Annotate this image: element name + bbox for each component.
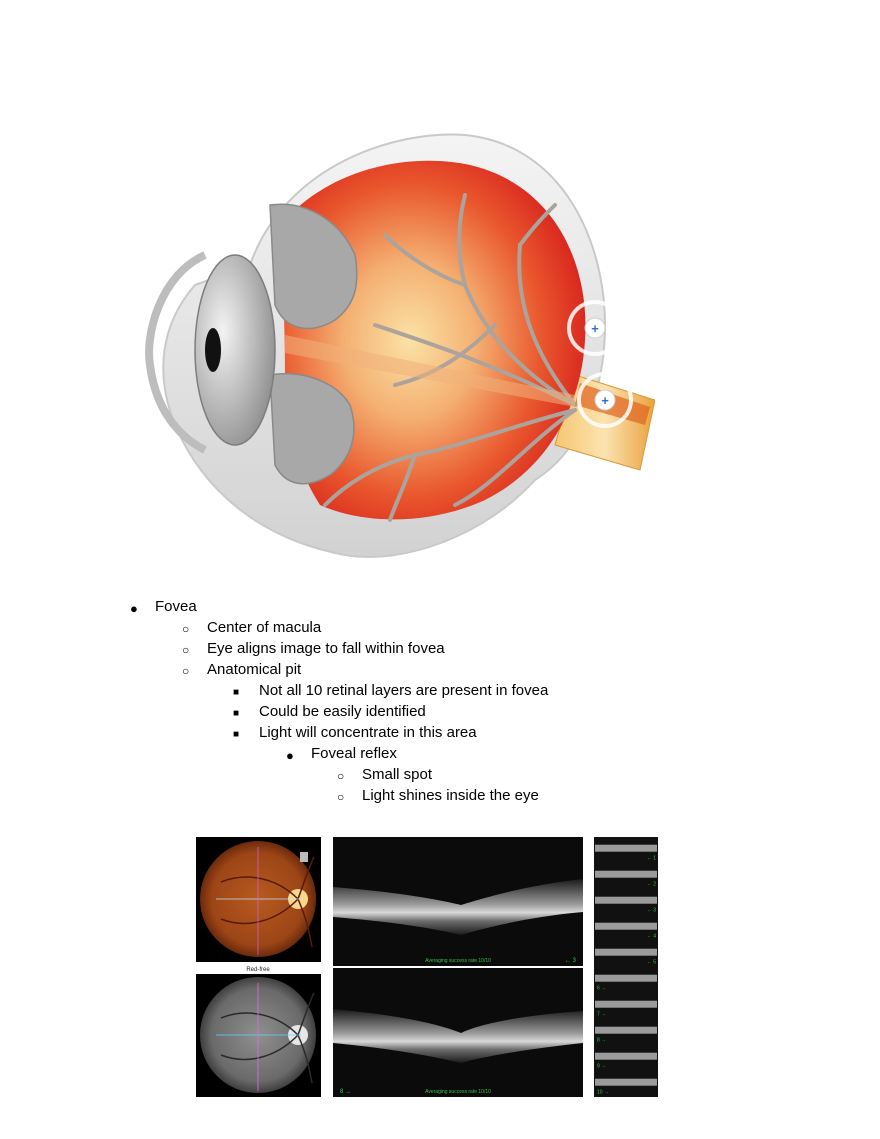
oct-thumbnail-band <box>595 844 657 852</box>
bullet-square: ■ <box>233 708 240 719</box>
oct-thumbnail-marker: ← 5 <box>647 960 656 966</box>
outline-item-foveal-reflex: Foveal reflex <box>311 745 397 762</box>
oct-thumbnail-band <box>595 974 657 982</box>
bullet-square: ■ <box>233 687 240 698</box>
outline-item-light-concentrate: Light will concentrate in this area <box>259 724 477 741</box>
oct-thumbnail-band <box>595 1000 657 1008</box>
bullet-circle: ○ <box>337 769 345 783</box>
oct-scan-bottom: Averaging success rate 10/10 8 → <box>333 968 583 1097</box>
oct-top-caption: Averaging success rate 10/10 <box>425 958 491 964</box>
oct-thumbnail-marker: 10 → <box>597 1090 609 1096</box>
oct-thumbnail-marker: 8 → <box>597 1038 606 1044</box>
red-free-fundus-photo <box>196 974 321 1097</box>
oct-scan-top: Averaging success rate 10/10 ← 3 <box>333 837 583 966</box>
oct-thumbnail-band <box>595 1052 657 1060</box>
bullet-circle: ○ <box>337 790 345 804</box>
oct-thumbnail-strip: ← 1 ← 2 ← 3 ← 4 ← 5 6 → 7 → 8 → 9 → 10 → <box>594 837 658 1097</box>
outline-item-anatomical-pit: Anatomical pit <box>207 661 302 678</box>
hotspot-optic-nerve[interactable]: + <box>577 372 633 428</box>
color-fundus-photo <box>196 837 321 962</box>
oct-thumbnail-marker: 9 → <box>597 1064 606 1070</box>
oct-thumbnail-band <box>595 896 657 904</box>
oct-bottom-marker: 8 → <box>340 1089 351 1095</box>
oct-thumbnail-marker: ← 2 <box>647 882 656 888</box>
oct-thumbnail-marker: ← 4 <box>647 934 656 940</box>
oct-thumbnail-band <box>595 922 657 930</box>
hotspot-plus-icon: + <box>591 321 599 336</box>
bullet-circle: ○ <box>182 643 190 657</box>
oct-thumbnail-marker: ← 1 <box>647 856 656 862</box>
outline-item-retinal-layers: Not all 10 retinal layers are present in… <box>259 682 549 699</box>
eye-anatomy-figure: + + <box>135 125 655 570</box>
outline-item-center-macula: Center of macula <box>207 619 322 636</box>
outline-item-light-shines: Light shines inside the eye <box>362 787 539 804</box>
bullet-square: ■ <box>233 729 240 740</box>
hotspot-fovea[interactable]: + <box>567 300 623 356</box>
outline-item-eye-aligns: Eye aligns image to fall within fovea <box>207 640 445 657</box>
bullet-circle: ○ <box>182 664 190 678</box>
bullet-circle: ○ <box>182 622 190 636</box>
bullet-disc: ● <box>286 748 294 763</box>
eye-anatomy-icon: + + <box>145 133 655 558</box>
outline-item-fovea: Fovea <box>155 598 197 615</box>
oct-thumbnail-marker: ← 3 <box>647 908 656 914</box>
oct-thumbnail-band <box>595 1026 657 1034</box>
oct-thumbnail-band <box>595 948 657 956</box>
outline-item-easily-identified: Could be easily identified <box>259 703 426 720</box>
outline-item-small-spot: Small spot <box>362 766 433 783</box>
oct-thumbnail-band <box>595 870 657 878</box>
oct-thumbnail-marker: 6 → <box>597 986 606 992</box>
bullet-disc: ● <box>130 601 138 616</box>
oct-thumbnail-marker: 7 → <box>597 1012 606 1018</box>
oct-top-marker: ← 3 <box>565 958 577 964</box>
red-free-label: Red-free <box>246 967 270 973</box>
oct-thumbnail-band <box>595 1078 657 1086</box>
retinal-scan-figure: Red-free Averaging success rate 10/10 ← … <box>196 837 658 1097</box>
oct-bottom-caption: Averaging success rate 10/10 <box>425 1089 491 1095</box>
hotspot-plus-icon: + <box>601 393 609 408</box>
